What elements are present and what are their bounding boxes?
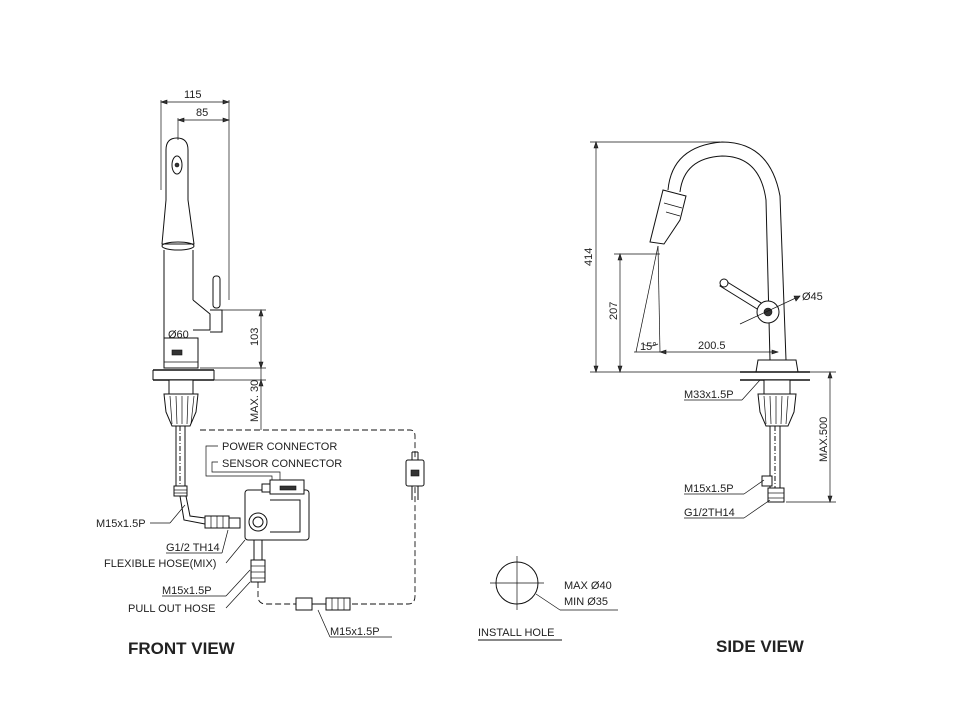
install-max: MAX Ø40 [564, 580, 612, 592]
dim-85-text: 85 [196, 107, 208, 119]
label-g12: G1/2 TH14 [166, 542, 220, 554]
front-view-title: FRONT VIEW [128, 639, 236, 658]
dim-phi60-text: Ø60 [168, 329, 189, 341]
control-box [229, 479, 310, 583]
dim-max30-text: MAX. 30 [249, 380, 261, 422]
label-m15-mid: M15x1.5P [162, 585, 212, 597]
dim-2005-text: 200.5 [698, 340, 726, 352]
install-min: MIN Ø35 [564, 596, 608, 608]
connector-leaders [205, 445, 281, 480]
label-side-g12: G1/2TH14 [684, 507, 735, 519]
dimension-max500: MAX.500 [786, 371, 836, 503]
label-m33: M33x1.5P [684, 389, 734, 401]
dim-15deg-text: 15° [640, 341, 657, 353]
dimension-115: 115 [160, 89, 230, 300]
label-side-m15: M15x1.5P [684, 483, 734, 495]
dim-414-text: 414 [583, 248, 595, 266]
faucet-front-body [152, 137, 230, 529]
dimension-207: 207 [608, 253, 660, 373]
dim-103-text: 103 [249, 328, 261, 346]
side-view-title: SIDE VIEW [716, 637, 805, 656]
dimension-angle-and-reach: 15° 200.5 [634, 245, 779, 355]
dimension-103: 103 [200, 309, 266, 369]
dimension-414: 414 [583, 141, 740, 373]
label-flexible-hose: FLEXIBLE HOSE(MIX) [104, 558, 216, 570]
label-m15-bottom: M15x1.5P [330, 626, 380, 638]
front-view: 115 85 [96, 89, 425, 658]
dim-115-text: 115 [184, 89, 202, 101]
side-view: 414 207 15° 200.5 Ø45 [583, 141, 836, 656]
faucet-side-body [649, 141, 810, 503]
side-labels: M33x1.5P M15x1.5P G1/2TH14 [684, 379, 771, 519]
dimension-85: 85 [177, 107, 230, 140]
label-pull-out-hose: PULL OUT HOSE [128, 603, 215, 615]
label-power-connector: POWER CONNECTOR [222, 441, 337, 453]
pull-out-hose [200, 429, 425, 611]
install-hole: MAX Ø40 MIN Ø35 INSTALL HOLE [478, 556, 618, 641]
dimension-max30: MAX. 30 [214, 368, 266, 430]
dim-phi45-text: Ø45 [802, 291, 823, 303]
dim-max500-text: MAX.500 [818, 417, 830, 462]
label-m15-left: M15x1.5P [96, 518, 146, 530]
label-sensor-connector: SENSOR CONNECTOR [222, 458, 342, 470]
front-labels: POWER CONNECTOR SENSOR CONNECTOR M15x1.5… [96, 441, 392, 638]
install-hole-title: INSTALL HOLE [478, 627, 554, 639]
dim-207-text: 207 [608, 302, 620, 320]
